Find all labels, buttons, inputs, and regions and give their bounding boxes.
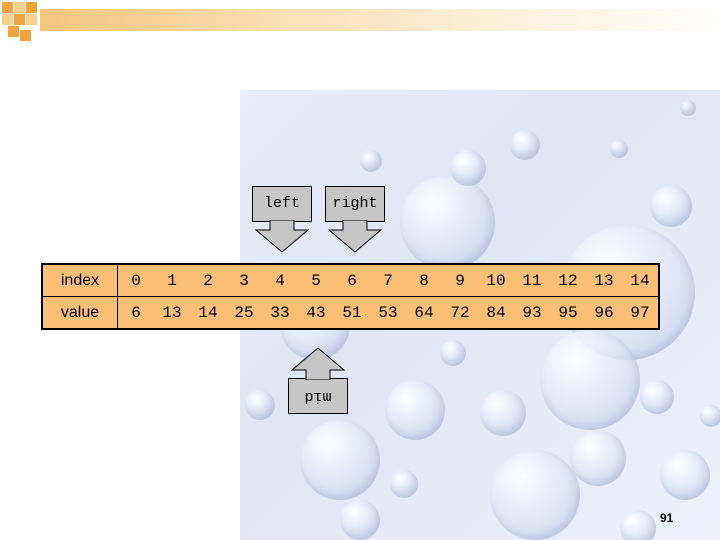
index-row-label: index	[42, 264, 118, 297]
value-cell: 72	[442, 297, 478, 330]
value-cell: 33	[262, 297, 298, 330]
index-cell: 3	[226, 264, 262, 297]
mid-pointer-label: mid	[288, 378, 348, 414]
value-cell: 6	[118, 297, 155, 330]
value-cell: 51	[334, 297, 370, 330]
down-arrow-icon	[324, 220, 386, 254]
index-cell: 4	[262, 264, 298, 297]
value-cell: 95	[550, 297, 586, 330]
value-cell: 13	[154, 297, 190, 330]
value-cell: 84	[478, 297, 514, 330]
index-cell: 0	[118, 264, 155, 297]
value-cell: 25	[226, 297, 262, 330]
value-cell: 14	[190, 297, 226, 330]
value-row-label: value	[42, 297, 118, 330]
index-cell: 11	[514, 264, 550, 297]
index-cell: 7	[370, 264, 406, 297]
value-cell: 96	[586, 297, 622, 330]
mid-pointer: mid	[288, 346, 348, 414]
index-cell: 5	[298, 264, 334, 297]
down-arrow-icon	[287, 346, 349, 380]
left-pointer-label: left	[252, 186, 312, 222]
index-cell: 6	[334, 264, 370, 297]
index-cell: 8	[406, 264, 442, 297]
right-pointer-label: right	[325, 186, 385, 222]
index-cell: 10	[478, 264, 514, 297]
index-cell: 2	[190, 264, 226, 297]
array-table: index 0 1 2 3 4 5 6 7 8 9 10 11 12 13 14…	[41, 263, 660, 330]
value-cell: 93	[514, 297, 550, 330]
title-bar-decoration	[40, 9, 720, 31]
page-number: 91	[660, 511, 673, 525]
index-cell: 9	[442, 264, 478, 297]
value-cell: 97	[622, 297, 659, 330]
index-cell: 14	[622, 264, 659, 297]
down-arrow-icon	[251, 220, 313, 254]
value-row: value 6 13 14 25 33 43 51 53 64 72 84 93…	[42, 297, 659, 330]
value-cell: 43	[298, 297, 334, 330]
index-cell: 13	[586, 264, 622, 297]
value-cell: 64	[406, 297, 442, 330]
index-cell: 1	[154, 264, 190, 297]
index-cell: 12	[550, 264, 586, 297]
value-cell: 53	[370, 297, 406, 330]
index-row: index 0 1 2 3 4 5 6 7 8 9 10 11 12 13 14	[42, 264, 659, 297]
